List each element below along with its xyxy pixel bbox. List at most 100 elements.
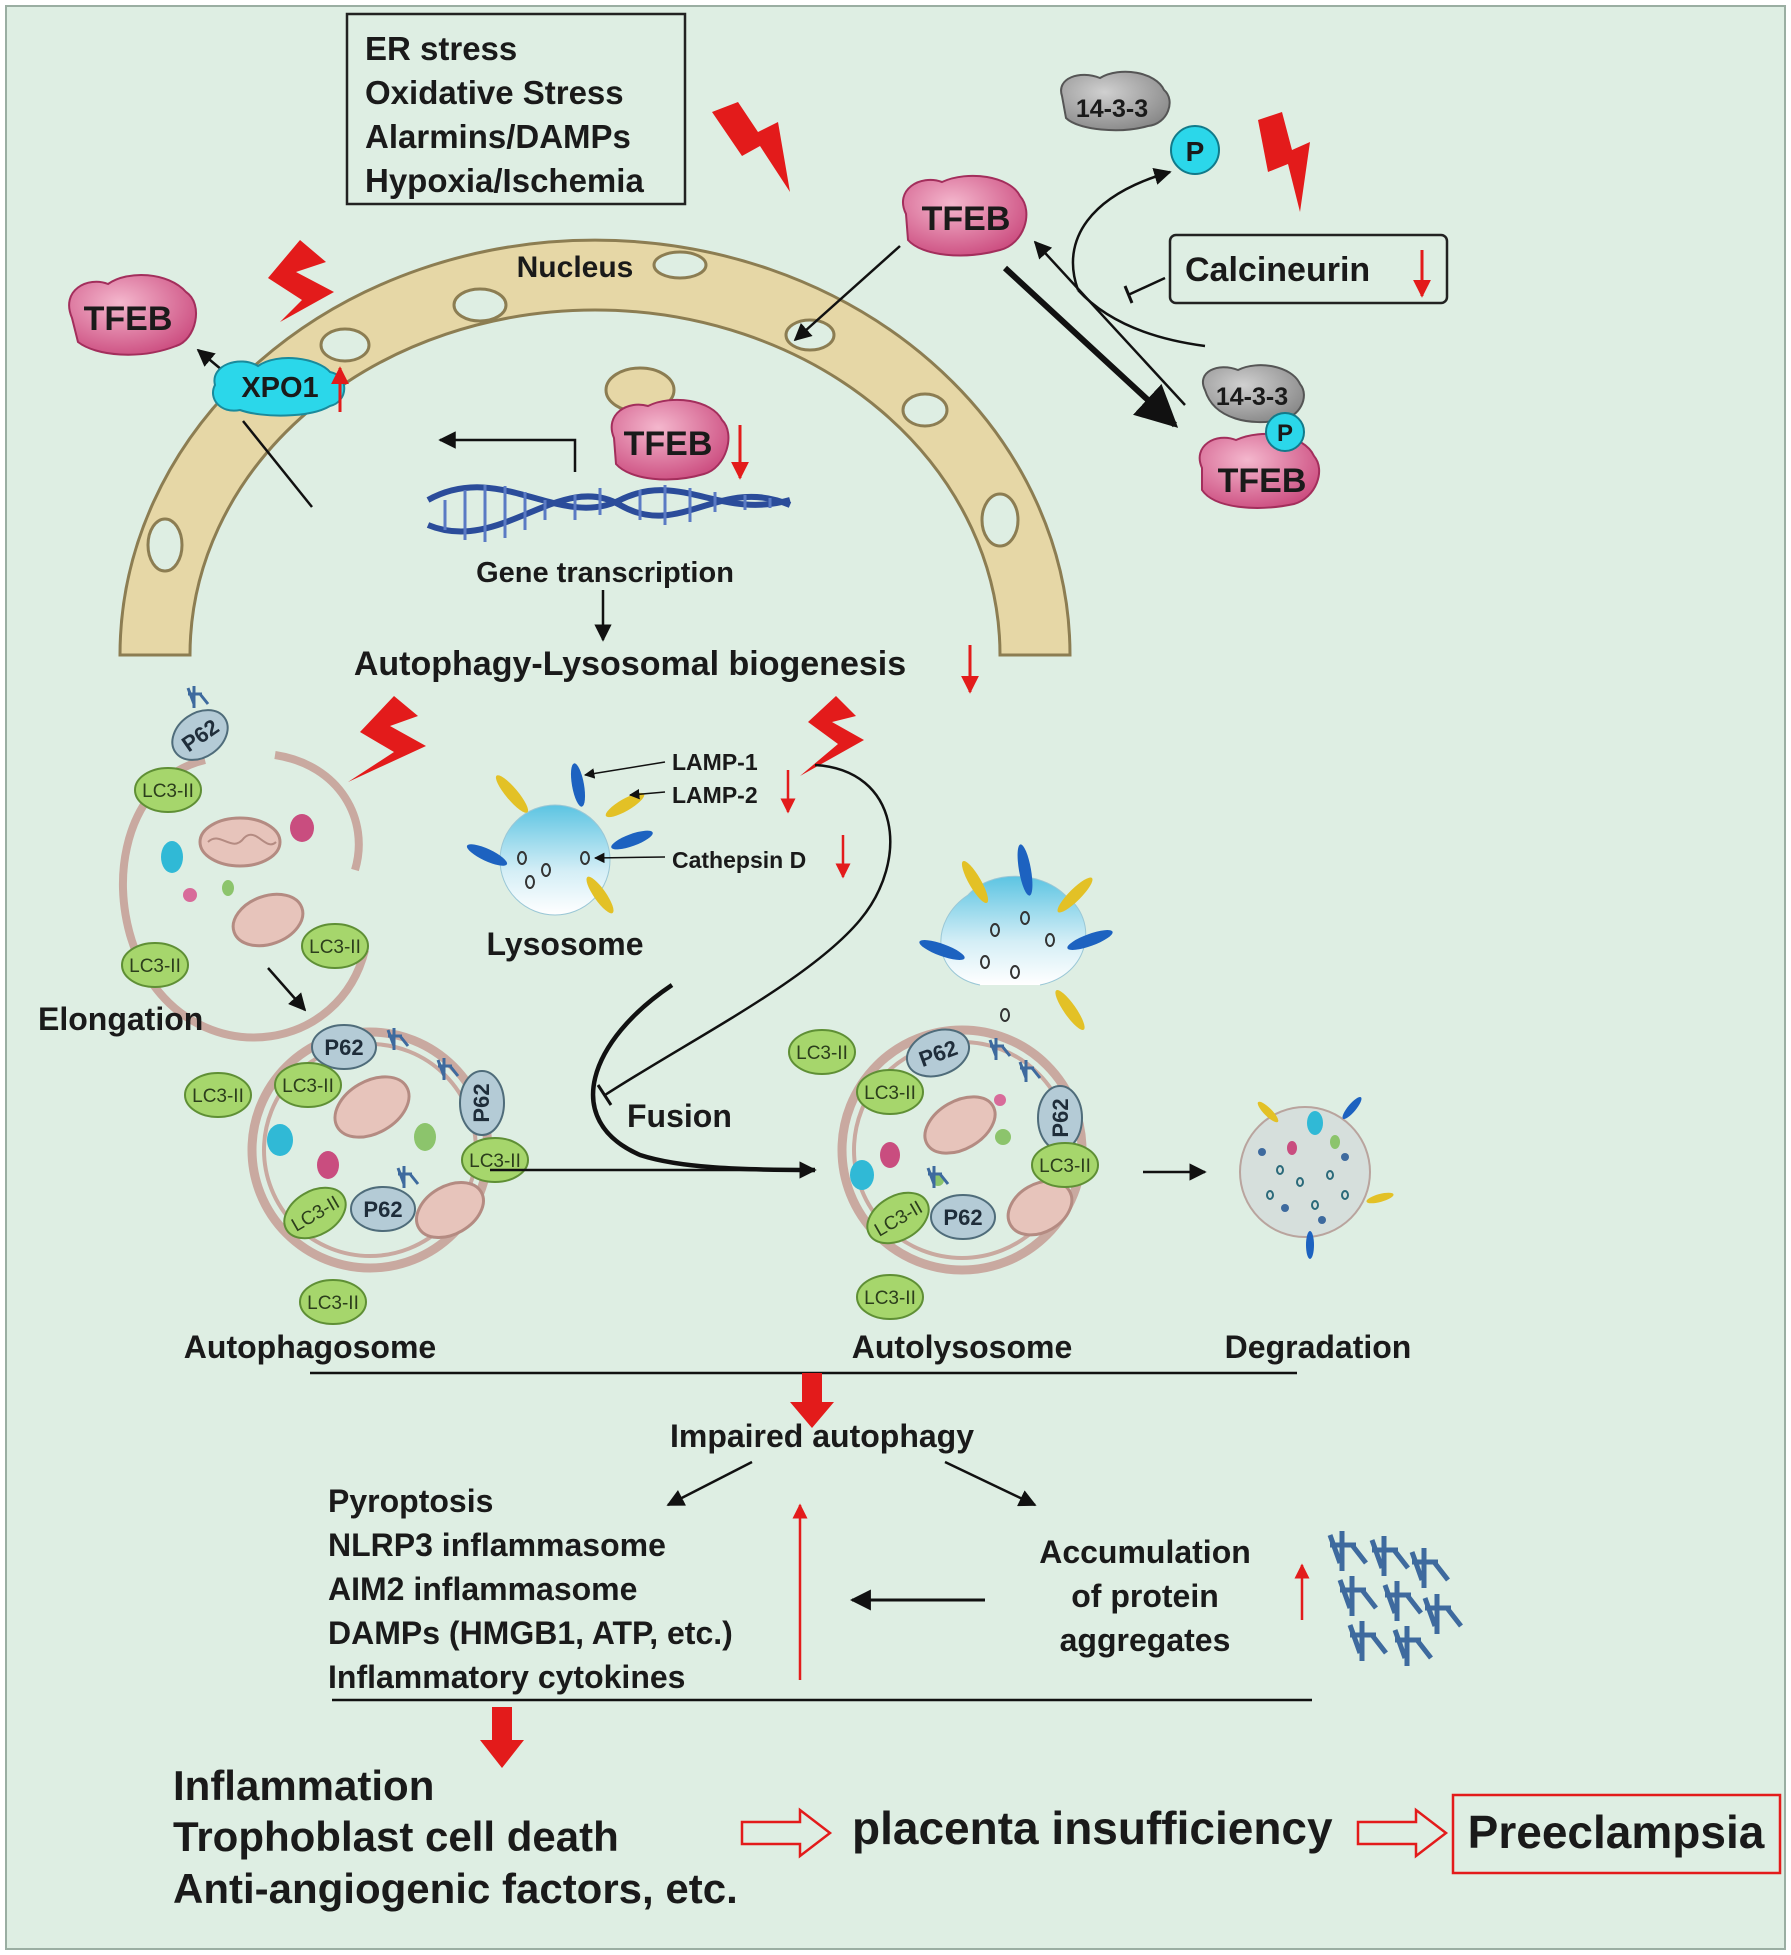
accumulation-line: aggregates: [1060, 1622, 1231, 1658]
lc3-ii-marker: LC3-II: [301, 923, 369, 969]
vesicle-icon: [183, 888, 197, 902]
impaired-autophagy-label: Impaired autophagy: [670, 1418, 974, 1454]
accumulation-line: of protein: [1071, 1578, 1219, 1614]
p62-marker: P62: [459, 1070, 505, 1136]
lightning-icon: [268, 240, 334, 322]
vesicle-icon: [161, 841, 183, 873]
xpo1-label: XPO1: [241, 372, 318, 404]
lc3-ii-marker: LC3-II: [856, 1069, 924, 1115]
p62-marker: P62: [350, 1186, 416, 1232]
lc3-ii-marker: LC3-II: [788, 1029, 856, 1075]
p62-marker: P62: [906, 1028, 970, 1078]
nucleus-label: Nucleus: [517, 251, 634, 284]
lightning-icon: [1258, 112, 1310, 212]
tfeb-label: TFEB: [624, 425, 713, 463]
outcome-item: Inflammation: [173, 1762, 434, 1809]
inflammatory-item: Pyroptosis: [328, 1483, 493, 1519]
mitochondrion-icon: [231, 892, 305, 948]
lightning-icon: [800, 696, 864, 776]
p62-marker: P62: [311, 1024, 377, 1070]
arrow-to-inflammation: [666, 1460, 753, 1507]
protein-14-3-3-label: 14-3-3: [1076, 95, 1148, 123]
tfeb-label: TFEB: [84, 300, 173, 338]
export-arrow: [196, 348, 223, 371]
calcineurin-box: Calcineurin: [1168, 233, 1449, 305]
cytoplasmic-retention-arrow: [1002, 265, 1179, 428]
lamp1-label: LAMP-1: [672, 749, 758, 775]
svg-text:P62: P62: [363, 1197, 402, 1222]
lamp2-label: LAMP-2: [672, 782, 758, 808]
transcription-arrow: [438, 431, 577, 472]
inflammatory-item: NLRP3 inflammasome: [328, 1527, 666, 1563]
svg-text:LC3-II: LC3-II: [469, 1151, 521, 1172]
tfeb-14-3-3-complex: 14-3-3 TFEB P: [1198, 364, 1321, 509]
background-panel: [5, 5, 1786, 1950]
degradation-vesicle: [1239, 1096, 1394, 1259]
outcome-item: Anti-angiogenic factors, etc.: [173, 1865, 738, 1912]
lamp1-pointer: [583, 761, 666, 779]
svg-text:LC3-II: LC3-II: [307, 1293, 359, 1314]
release-arrow: [1033, 240, 1186, 406]
cathepsin-label: Cathepsin D: [672, 847, 806, 873]
vesicle-icon: [222, 880, 234, 896]
nuclear-pore: [319, 327, 371, 363]
autophagosome-label: Autophagosome: [184, 1329, 436, 1365]
inhibit-bar: [596, 1084, 613, 1106]
hollow-arrow: [1356, 1807, 1449, 1859]
svg-text:LC3-II: LC3-II: [864, 1288, 916, 1309]
lamp2-pointer: [628, 788, 666, 800]
lc3-ii-marker: LC3-II: [274, 1062, 342, 1108]
nuclear-pore: [980, 492, 1020, 548]
accumulation-line: Accumulation: [1039, 1534, 1251, 1570]
degradation-label: Degradation: [1225, 1329, 1412, 1365]
svg-text:P62: P62: [1048, 1098, 1073, 1137]
svg-text:LC3-II: LC3-II: [796, 1043, 848, 1064]
xpo1: XPO1: [212, 357, 346, 417]
protein-14-3-3-label: 14-3-3: [1216, 383, 1288, 411]
lc3-ii-marker: LC3-II: [866, 1191, 930, 1245]
tfeb-label: TFEB: [1218, 462, 1307, 500]
nuclear-pore: [784, 318, 836, 352]
autophagosome: [247, 1027, 493, 1273]
svg-text:LC3-II: LC3-II: [864, 1083, 916, 1104]
arrow-to-accumulation: [944, 1460, 1037, 1507]
nuclear-pore: [901, 392, 949, 428]
red-down-arrow: [480, 1707, 524, 1768]
xpo1-link: [242, 420, 313, 508]
inflammatory-item: AIM2 inflammasome: [328, 1571, 637, 1607]
inflammatory-item: Inflammatory cytokines: [328, 1659, 685, 1695]
svg-text:LC3-II: LC3-II: [192, 1086, 244, 1107]
inflammatory-list: Pyroptosis NLRP3 inflammasome AIM2 infla…: [328, 1483, 733, 1695]
protein-14-3-3: 14-3-3: [1060, 70, 1171, 132]
phospho-label: P: [1277, 420, 1293, 447]
vesicle-icon: [994, 1094, 1006, 1106]
import-arrow: [793, 245, 901, 342]
svg-text:LC3-II: LC3-II: [309, 937, 361, 958]
tfeb-label: TFEB: [922, 200, 1011, 238]
lc3-ii-marker: LC3-II: [121, 942, 189, 988]
phospho-circle: P: [1170, 125, 1220, 175]
mitochondrion-icon: [333, 1075, 411, 1139]
inflammatory-item: DAMPs (HMGB1, ATP, etc.): [328, 1615, 733, 1651]
lc3-ii-marker: LC3-II: [299, 1279, 367, 1325]
svg-text:LC3-II: LC3-II: [282, 1076, 334, 1097]
vesicle-icon: [267, 1124, 293, 1156]
mitochondrion-icon: [923, 1095, 997, 1155]
stress-item: Hypoxia/Ischemia: [365, 162, 644, 199]
vesicle-icon: [290, 814, 314, 842]
protein-aggregate-icon: [186, 686, 210, 708]
lightning-icon: [712, 102, 790, 192]
cathepsin-pointer: [593, 852, 666, 864]
svg-text:LC3-II: LC3-II: [1039, 1156, 1091, 1177]
gene-transcription-label: Gene transcription: [476, 557, 734, 589]
fusion-label: Fusion: [627, 1098, 732, 1134]
protein-aggregates-icon: [1327, 1531, 1463, 1666]
lc3-ii-marker: LC3-II: [134, 767, 202, 813]
vesicle-icon: [995, 1129, 1011, 1145]
lc3-ii-marker: LC3-II: [856, 1274, 924, 1320]
outcomes-list: Inflammation Trophoblast cell death Anti…: [173, 1762, 738, 1912]
stress-item: Alarmins/DAMPs: [365, 118, 631, 155]
vesicle-icon: [317, 1151, 339, 1179]
phospho-label: P: [1186, 136, 1205, 167]
